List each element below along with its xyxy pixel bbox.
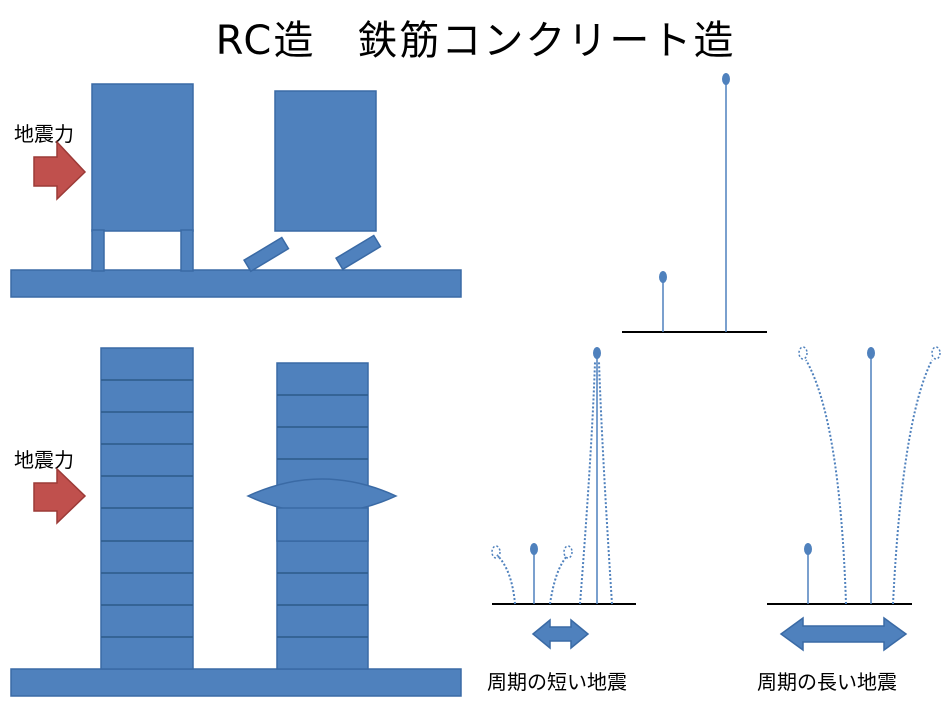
tower-intact [100, 347, 194, 670]
long-period-quake-label: 周期の長い地震 [757, 670, 897, 694]
building-body-intact [91, 83, 194, 232]
short-period-quake-label: 周期の短い地震 [487, 670, 627, 694]
building-body-collapsed [274, 90, 377, 232]
ground-slab-top [10, 269, 462, 298]
broken-piloti-left [243, 236, 290, 273]
seismic-arrow-bottom [33, 467, 87, 525]
seismic-arrow-top [33, 140, 87, 201]
tower-mid-story-collapse [246, 362, 398, 670]
short-pendulum-mass [659, 271, 667, 283]
seismic-force-label-bottom: 地震力 [14, 448, 74, 472]
long-period-response [767, 346, 941, 605]
short-period-response [491, 347, 636, 605]
long-shake-arrow [779, 616, 908, 652]
tall-pendulum-mass [722, 73, 730, 85]
seismic-force-label-top: 地震力 [14, 122, 74, 146]
pendulum-models-rest [622, 73, 767, 333]
ground-slab-bottom [10, 668, 462, 697]
broken-piloti-right [335, 234, 382, 271]
short-shake-arrow [531, 618, 590, 650]
piloti-right [180, 229, 194, 272]
piloti-left [91, 229, 105, 272]
diagram-title: RC造 鉄筋コンクリート造 [215, 18, 736, 64]
